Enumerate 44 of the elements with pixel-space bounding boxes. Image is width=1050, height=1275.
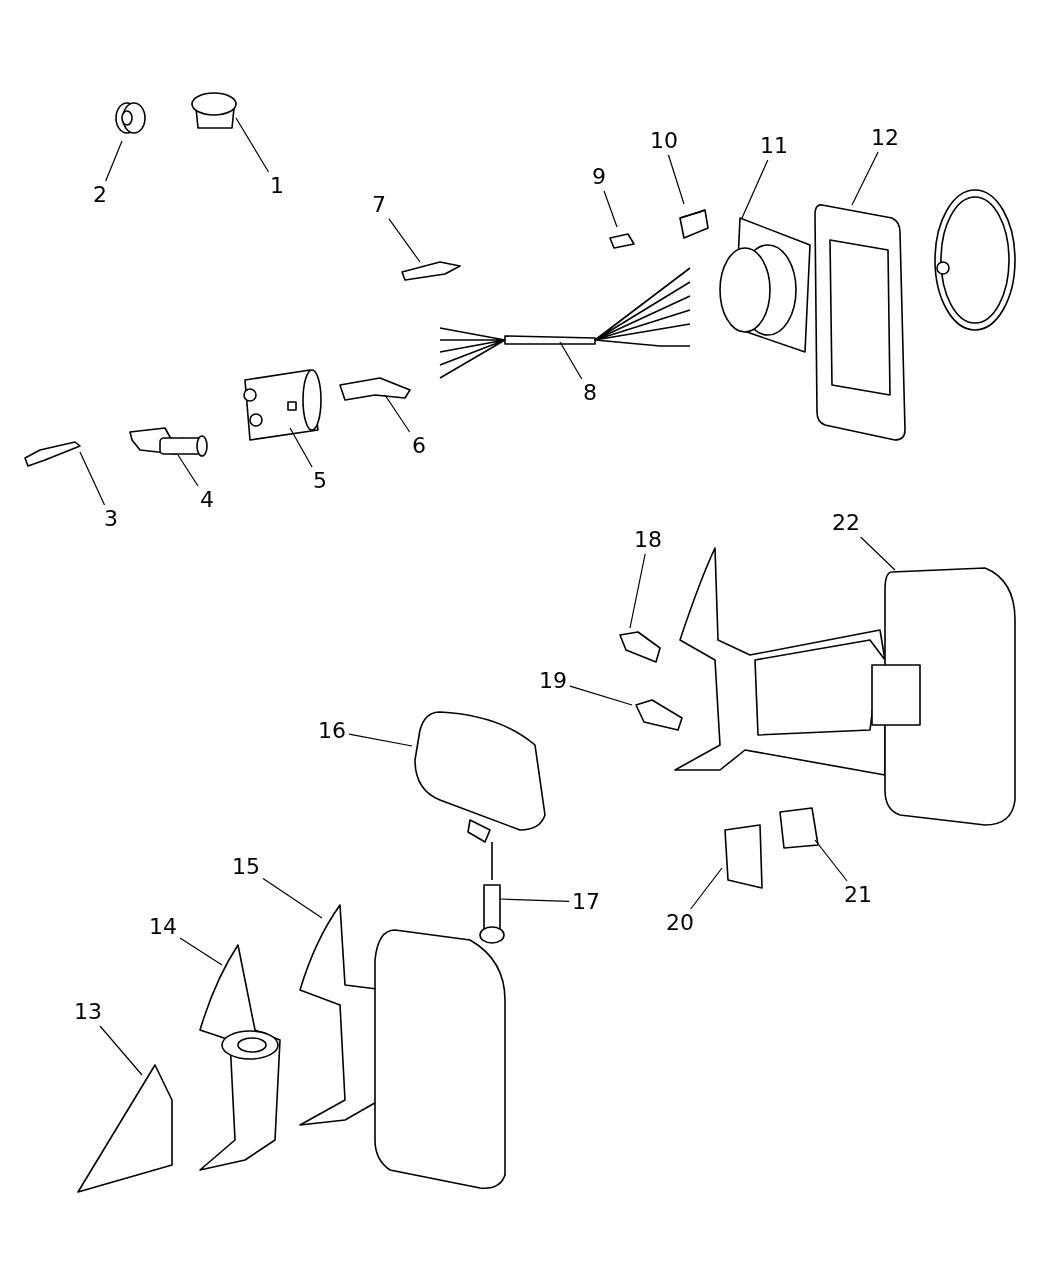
callout-number: 22	[831, 511, 861, 535]
callout-number: 20	[665, 911, 695, 935]
leader-line	[667, 154, 685, 205]
leader-line	[388, 218, 421, 263]
leader-line	[851, 151, 879, 206]
leader-line	[79, 451, 106, 506]
callout-number: 1	[269, 174, 285, 198]
leader-line	[105, 140, 123, 182]
leader-line	[262, 877, 323, 919]
leader-line	[179, 937, 223, 966]
leader-line	[569, 685, 633, 706]
leader-line	[384, 394, 411, 433]
leader-line	[690, 867, 723, 910]
callout-number: 12	[870, 126, 900, 150]
leader-line	[348, 733, 413, 747]
leader-line	[289, 427, 313, 468]
callout-number: 18	[633, 528, 663, 552]
callout-number: 17	[571, 890, 601, 914]
callout-number: 13	[73, 1000, 103, 1024]
callout-number: 9	[591, 165, 607, 189]
callout-number: 3	[103, 507, 119, 531]
leader-line	[499, 898, 570, 902]
leader-line	[741, 159, 769, 219]
callout-number: 8	[582, 381, 598, 405]
leader-line	[235, 117, 270, 173]
callout-number: 6	[411, 434, 427, 458]
callout-number: 11	[759, 134, 789, 158]
leader-line	[99, 1025, 143, 1076]
callout-number: 16	[317, 719, 347, 743]
leader-line	[860, 536, 896, 571]
callout-number: 2	[92, 183, 108, 207]
callout-number: 4	[199, 488, 215, 512]
callout-number: 5	[312, 469, 328, 493]
leader-line	[814, 839, 848, 882]
callout-number: 21	[843, 883, 873, 907]
callout-number: 14	[148, 915, 178, 939]
callout-number: 10	[649, 129, 679, 153]
leader-line	[603, 190, 618, 228]
callout-number: 7	[371, 193, 387, 217]
leader-line	[559, 341, 583, 380]
callout-number: 15	[231, 855, 261, 879]
callout-number: 19	[538, 669, 568, 693]
leader-line	[629, 553, 646, 629]
leader-line	[177, 454, 199, 487]
